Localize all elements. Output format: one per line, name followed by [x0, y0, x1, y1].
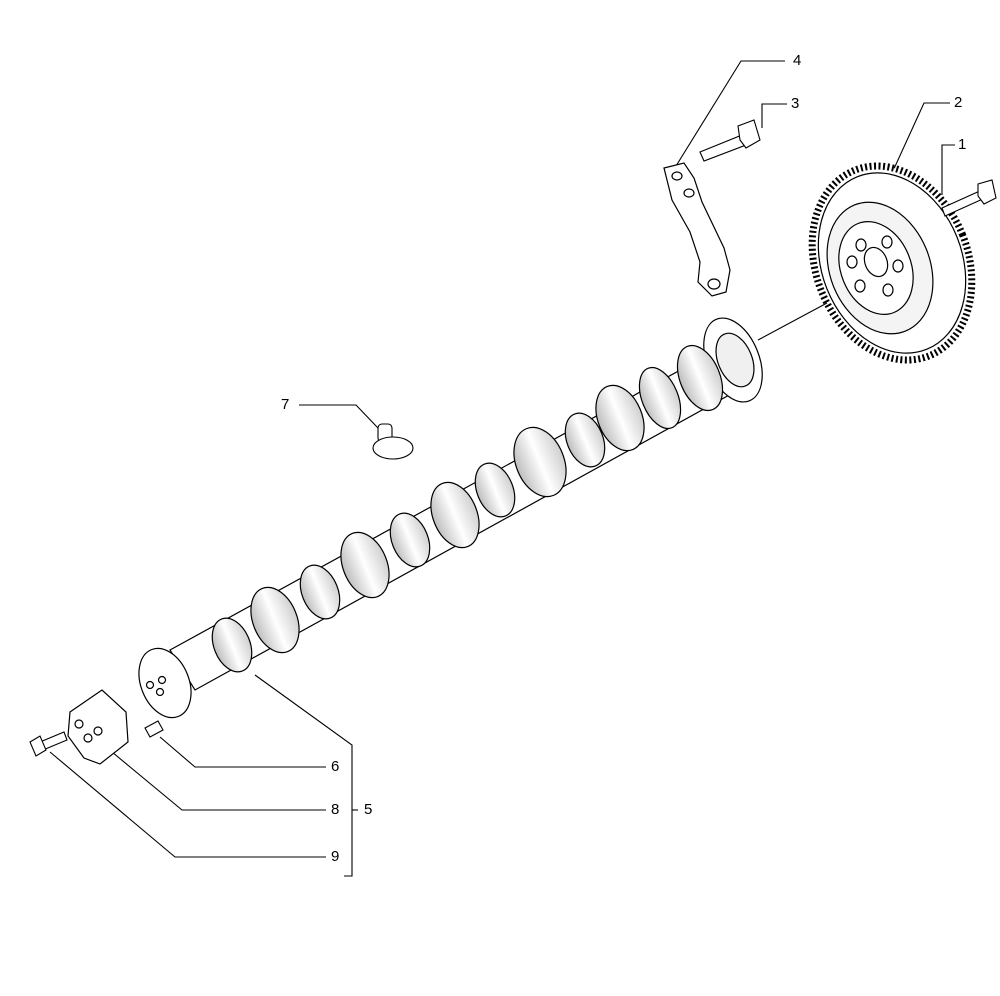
leader-line-3: [761, 103, 787, 128]
leader-line-5: [254, 674, 353, 877]
callout-8: 8: [331, 801, 340, 818]
callout-3: 3: [791, 95, 800, 112]
tone-wheel: [67, 689, 129, 765]
leader-line-6: [159, 736, 326, 768]
leader-line-8: [111, 751, 326, 811]
leader-lines: [49, 60, 955, 877]
leader-line-9: [49, 751, 326, 858]
bracket-bolt: [699, 119, 761, 162]
callout-2: 2: [954, 94, 963, 111]
callout-5: 5: [364, 801, 373, 818]
callout-4: 4: [793, 52, 802, 69]
dowel-pin: [144, 720, 164, 738]
leader-line-2: [881, 102, 950, 196]
callout-1: 1: [958, 136, 967, 153]
gear-bolt: [941, 179, 997, 217]
callout-7: 7: [281, 396, 290, 413]
callout-9: 9: [331, 848, 340, 865]
camshaft-gear: [808, 162, 976, 364]
screw: [29, 731, 68, 757]
leader-line-4: [675, 60, 785, 167]
bracket: [663, 162, 731, 297]
leader-line-1: [941, 144, 955, 195]
leader-line-7: [299, 404, 379, 429]
callout-6: 6: [331, 758, 340, 775]
plug: [372, 423, 414, 460]
camshaft: [138, 317, 763, 719]
